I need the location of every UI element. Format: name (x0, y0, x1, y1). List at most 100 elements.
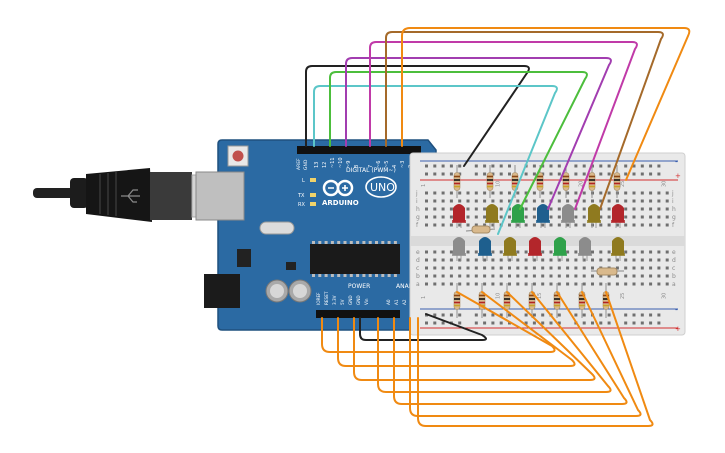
breadboard-hole (632, 258, 636, 262)
bottom-led-green[interactable] (554, 237, 566, 255)
breadboard-hole (532, 282, 536, 286)
breadboard-hole (574, 250, 578, 254)
rail-hole (458, 164, 462, 168)
breadboard-hole (483, 199, 487, 203)
breadboard-hole (557, 258, 561, 262)
breadboard-hole (499, 258, 503, 262)
breadboard-hole (649, 215, 653, 219)
led-rim (611, 220, 625, 223)
resistor-body[interactable] (588, 172, 596, 191)
top-led-blue[interactable] (537, 204, 549, 222)
voltage-regulator (237, 249, 251, 267)
resistor-body[interactable] (486, 172, 494, 191)
breadboard-hole (541, 266, 545, 270)
resistor-body[interactable] (562, 172, 570, 191)
breadboard-hole (532, 266, 536, 270)
bottom-led-gray[interactable] (579, 237, 591, 255)
breadboard-hole (574, 215, 578, 219)
breadboard-hole (532, 215, 536, 219)
wire-orange-bottom-4[interactable] (377, 291, 612, 393)
resistor-band (554, 294, 560, 297)
breadboard-hole (557, 191, 561, 195)
breadboard-hole (607, 223, 611, 227)
breadboard-hole (640, 250, 644, 254)
breadboard-hole (499, 274, 503, 278)
wire-orange-bottom-2[interactable] (337, 291, 576, 367)
wire-green-top[interactable] (329, 71, 588, 210)
rail-hole (640, 313, 644, 317)
wire-orange-bottom-3[interactable] (353, 291, 596, 381)
wire-orange-bottom-1[interactable] (321, 291, 556, 353)
breadboard-hole (624, 223, 628, 227)
reset-button-cap[interactable] (232, 150, 244, 162)
resistor-body[interactable] (613, 172, 621, 191)
breadboard-hole (640, 199, 644, 203)
rail-hole (582, 321, 586, 325)
breadboard-hole (483, 207, 487, 211)
breadboard-hole (566, 274, 570, 278)
wire-orange-bottom-5[interactable] (393, 291, 628, 405)
bottom-led-red[interactable] (529, 237, 541, 255)
chip-pin (324, 241, 328, 244)
bottom-led-olive[interactable] (504, 237, 516, 255)
resistor-band (563, 179, 569, 181)
breadboard-hole (449, 215, 453, 219)
rail-hole (557, 164, 561, 168)
wire-brown-top[interactable] (385, 31, 664, 210)
bottom-led-blue[interactable] (479, 237, 491, 255)
wire-orange-top[interactable] (401, 27, 691, 181)
usb-cable-wire (33, 188, 78, 198)
rail-hole (657, 164, 661, 168)
top-led-olive[interactable] (486, 204, 498, 222)
row-letter: c (416, 265, 419, 272)
breadboard-hole (657, 250, 661, 254)
breadboard-hole (474, 282, 478, 286)
bottom-led-olive[interactable] (612, 237, 624, 255)
breadboard-hole (640, 215, 644, 219)
usb-cable (33, 168, 225, 222)
rail-hole (425, 321, 428, 325)
top-led-red[interactable] (453, 204, 465, 222)
rail-hole (524, 313, 528, 317)
breadboard-hole (632, 223, 636, 227)
pin-12-label: 12 (322, 162, 328, 168)
rail-hole (458, 321, 462, 325)
rail-hole (549, 164, 553, 168)
rail-hole (541, 321, 545, 325)
breadboard-hole (449, 266, 453, 270)
rail-hole (441, 164, 445, 168)
rail-hole (607, 172, 611, 176)
breadboard-hole (516, 266, 520, 270)
rail-hole (483, 172, 487, 176)
rail-hole (458, 313, 462, 317)
rail-hole (624, 321, 628, 325)
bottom-led-gray[interactable] (453, 237, 465, 255)
row-letter: f (672, 222, 675, 229)
rail-hole (632, 164, 636, 168)
chip-pin (337, 241, 341, 244)
analog-pin-label: A0 (386, 299, 391, 305)
wire-purple-top[interactable] (345, 57, 612, 210)
column-number: 10 (496, 293, 502, 299)
wire-magenta-top[interactable] (369, 41, 638, 210)
rail-hole (483, 164, 487, 168)
arduino-board[interactable]: ARDUINO UNO DIGITAL (PWM~) POWER ANALOG … (195, 139, 437, 331)
rail-hole (557, 321, 561, 325)
resistor-body[interactable] (453, 172, 461, 191)
wire-teal-top[interactable] (313, 85, 558, 235)
breadboard-hole (466, 223, 470, 227)
breadboard-hole (649, 282, 653, 286)
rail-hole (582, 313, 586, 317)
top-led-gray[interactable] (562, 204, 574, 222)
breadboard-hole (458, 282, 462, 286)
wire-orange-bottom-6[interactable] (409, 291, 642, 417)
top-led-olive[interactable] (588, 204, 600, 222)
top-led-red[interactable] (612, 204, 624, 222)
breadboard-hole (665, 274, 669, 278)
wire-black-bottom[interactable] (359, 313, 487, 341)
breadboard-hole (524, 199, 528, 203)
column-number: 30 (662, 293, 668, 299)
wire-black-top[interactable] (305, 65, 530, 167)
wire-orange-bottom-7[interactable] (417, 291, 654, 427)
